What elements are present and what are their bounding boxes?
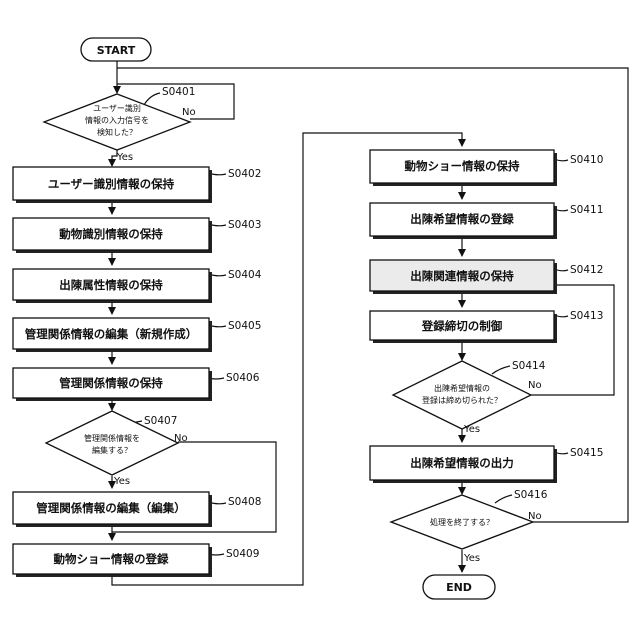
process-s0409: 動物ショー情報の登録 S0409 — [13, 544, 259, 577]
process-s0415: 出陳希望情報の出力 S0415 — [370, 446, 603, 483]
s0405-id: S0405 — [228, 320, 261, 332]
s0408-label: 管理関係情報の編集（編集） — [36, 501, 186, 515]
process-s0413: 登録締切の制御 S0413 — [370, 310, 603, 343]
end-label: END — [446, 581, 472, 594]
process-s0408: 管理関係情報の編集（編集） S0408 — [13, 492, 261, 527]
process-s0403: 動物識別情報の保持 S0403 — [13, 218, 261, 253]
s0401-id: S0401 — [162, 86, 195, 98]
s0416-line1: 処理を終了する？ — [430, 517, 494, 527]
s0402-label: ユーザー識別情報の保持 — [48, 177, 175, 191]
s0401-no: No — [182, 107, 196, 118]
s0402-id: S0402 — [228, 168, 261, 180]
s0410-id: S0410 — [570, 154, 603, 166]
decision-s0401: ユーザー識別 情報の入力信号を 検知した？ S0401 No Yes — [44, 86, 196, 163]
s0404-label: 出陳属性情報の保持 — [59, 278, 163, 292]
s0413-label: 登録締切の制御 — [421, 319, 503, 333]
process-s0405: 管理関係情報の編集（新規作成） S0405 — [13, 318, 261, 352]
s0414-id: S0414 — [512, 360, 546, 372]
s0401-yes: Yes — [116, 152, 133, 163]
decision-s0407: 管理関係情報を 編集する？ S0407 No Yes — [46, 411, 188, 487]
decision-s0416: 処理を終了する？ S0416 No Yes — [391, 489, 548, 564]
process-s0411: 出陳希望情報の登録 S0411 — [370, 203, 603, 239]
s0413-id: S0413 — [570, 310, 603, 322]
s0407-no: No — [174, 433, 188, 444]
s0410-label: 動物ショー情報の保持 — [405, 159, 520, 173]
s0406-id: S0406 — [226, 372, 260, 384]
s0405-label: 管理関係情報の編集（新規作成） — [25, 327, 198, 341]
s0401-line2: 情報の入力信号を — [85, 115, 149, 125]
s0407-line2: 編集する？ — [92, 445, 132, 455]
decision-s0414: 出陳希望情報の 登録は締め切られた？ S0414 No Yes — [393, 360, 546, 435]
s0416-id: S0416 — [514, 489, 548, 501]
s0414-line2: 登録は締め切られた？ — [422, 395, 502, 405]
s0406-label: 管理関係情報の保持 — [59, 376, 163, 390]
process-s0410: 動物ショー情報の保持 S0410 — [370, 150, 603, 186]
s0411-label: 出陳希望情報の登録 — [410, 212, 514, 226]
s0412-id: S0412 — [570, 264, 603, 276]
s0404-id: S0404 — [228, 269, 262, 281]
end-terminal: END — [423, 575, 495, 599]
s0414-line1: 出陳希望情報の — [434, 383, 490, 393]
process-s0406: 管理関係情報の保持 S0406 — [13, 368, 260, 401]
s0403-label: 動物識別情報の保持 — [59, 227, 163, 241]
process-s0404: 出陳属性情報の保持 S0404 — [13, 269, 262, 303]
s0407-id: S0407 — [144, 415, 177, 427]
process-s0412: 出陳関連情報の保持 S0412 — [370, 260, 603, 294]
s0415-label: 出陳希望情報の出力 — [410, 456, 514, 470]
s0416-no: No — [528, 511, 542, 522]
process-s0402: ユーザー識別情報の保持 S0402 — [13, 167, 261, 203]
s0415-id: S0415 — [570, 447, 603, 459]
s0409-label: 動物ショー情報の登録 — [54, 552, 169, 566]
start-label: START — [97, 44, 136, 57]
s0401-line3: 検知した？ — [97, 127, 137, 137]
s0407-line1: 管理関係情報を — [84, 433, 140, 443]
s0411-id: S0411 — [570, 204, 603, 216]
s0412-label: 出陳関連情報の保持 — [410, 269, 514, 283]
s0414-yes: Yes — [463, 424, 480, 435]
s0401-line1: ユーザー識別 — [93, 103, 141, 113]
s0408-id: S0408 — [228, 496, 261, 508]
s0407-yes: Yes — [113, 476, 130, 487]
s0403-id: S0403 — [228, 219, 261, 231]
s0416-yes: Yes — [463, 553, 480, 564]
s0414-no: No — [528, 380, 542, 391]
start-terminal: START — [81, 38, 151, 61]
s0409-id: S0409 — [226, 548, 259, 560]
